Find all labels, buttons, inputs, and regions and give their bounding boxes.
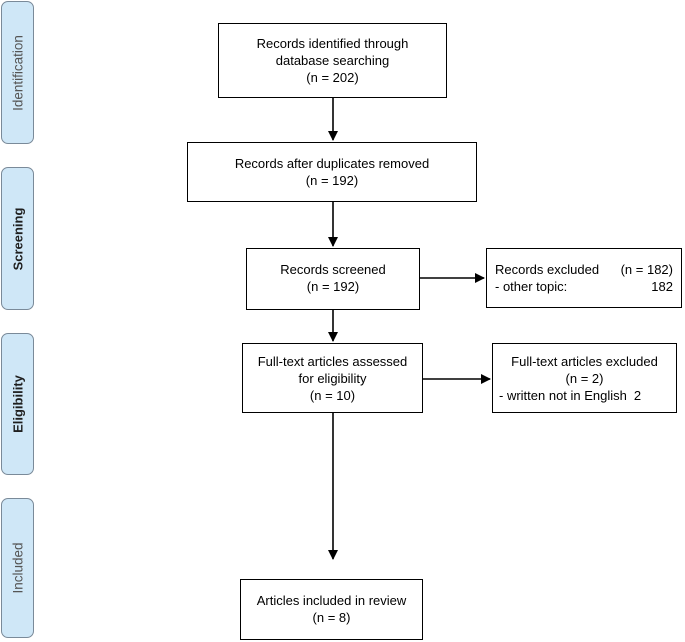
box-fulltext-assessed-line1: Full-text articles assessed [257, 354, 408, 369]
box-records-identified: Records identified through database sear… [218, 23, 447, 98]
box-records-screened: Records screened (n = 192) [246, 248, 420, 310]
phase-included: Included [1, 498, 34, 638]
box-fulltext-assessed-line2: for eligibility [298, 371, 367, 386]
box-records-excluded-reason-row: - other topic: 182 [495, 278, 681, 295]
box-records-identified-count: (n = 202) [306, 70, 359, 85]
box-records-screened-line1: Records screened [280, 262, 386, 277]
box-records-identified-line2: database searching [275, 53, 390, 68]
box-duplicates-removed: Records after duplicates removed (n = 19… [187, 142, 477, 202]
box-duplicates-removed-line1: Records after duplicates removed [234, 156, 430, 171]
phase-eligibility: Eligibility [1, 333, 34, 475]
box-articles-included: Articles included in review (n = 8) [240, 579, 423, 640]
box-records-excluded-header: Records excluded (n = 182) [495, 261, 681, 278]
box-fulltext-excluded-reason-row: - written not in English 2 [493, 387, 676, 404]
box-records-excluded-reason: - other topic: [495, 279, 568, 294]
box-fulltext-excluded: Full-text articles excluded (n = 2) - wr… [492, 343, 677, 413]
box-fulltext-assessed: Full-text articles assessed for eligibil… [242, 343, 423, 413]
box-articles-included-count: (n = 8) [312, 610, 351, 625]
box-records-excluded: Records excluded (n = 182) - other topic… [486, 248, 682, 308]
box-fulltext-excluded-reason-count: 2 [633, 388, 642, 403]
box-duplicates-removed-count: (n = 192) [305, 173, 359, 188]
box-records-excluded-reason-count: 182 [651, 279, 673, 294]
box-fulltext-excluded-reason: - written not in English [499, 388, 627, 403]
phase-identification: Identification [1, 1, 34, 144]
box-fulltext-assessed-count: (n = 10) [309, 388, 356, 403]
box-records-excluded-label: Records excluded [495, 262, 600, 277]
box-fulltext-excluded-count: (n = 2) [565, 371, 604, 386]
box-articles-included-line1: Articles included in review [256, 593, 407, 608]
box-records-excluded-count: (n = 182) [620, 262, 673, 277]
box-records-screened-count: (n = 192) [306, 279, 360, 294]
phase-screening: Screening [1, 167, 34, 310]
box-fulltext-excluded-line1: Full-text articles excluded [511, 354, 658, 369]
box-records-identified-line1: Records identified through [256, 36, 409, 51]
